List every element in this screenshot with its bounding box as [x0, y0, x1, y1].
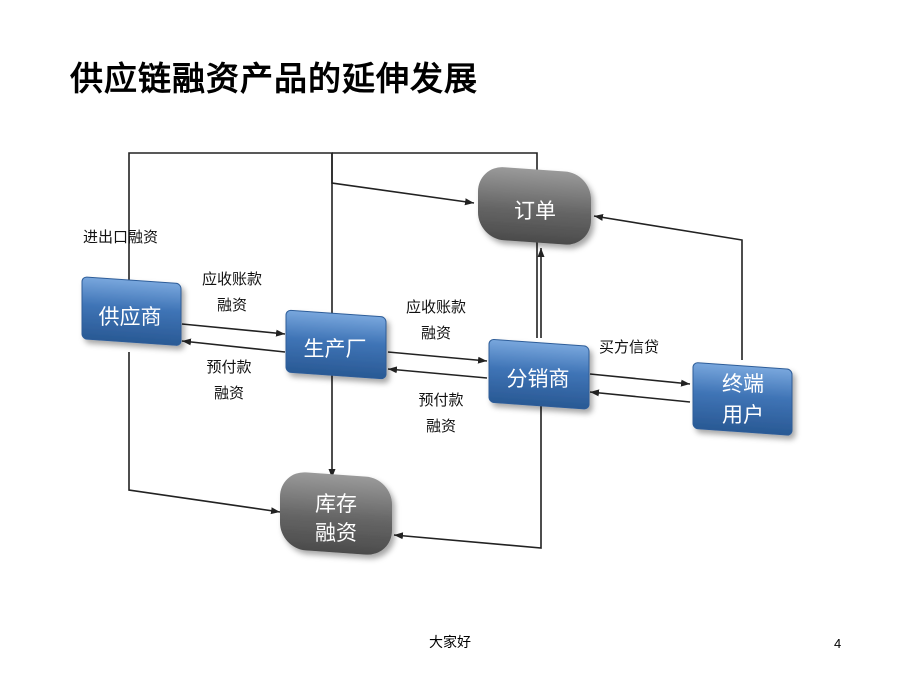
node-inventory-label-1: 库存: [315, 492, 357, 516]
node-supplier-label: 供应商: [99, 305, 162, 329]
label-ar2-line1: 应收账款: [406, 298, 466, 316]
edge-labels: 进出口融资 应收账款 融资 预付款 融资 应收账款 融资 预付款 融资 买方信贷: [83, 228, 659, 435]
edge-top-line: [332, 152, 538, 338]
label-prepay1-line2: 融资: [214, 384, 244, 402]
node-supplier[interactable]: 供应商: [81, 276, 182, 346]
edge-enduser-to-order: [593, 213, 743, 360]
label-prepay2-line2: 融资: [426, 417, 456, 435]
node-end-user-label-1: 终端: [722, 372, 764, 396]
edge-manufacturer-to-supplier: [181, 338, 286, 353]
slide-title: 供应链融资产品的延伸发展: [70, 59, 478, 98]
edge-supplier-to-manufacturer: [181, 323, 286, 337]
edge-distributor-to-inventory: [393, 402, 542, 549]
node-end-user-label-2: 用户: [722, 403, 764, 427]
node-manufacturer[interactable]: 生产厂: [285, 309, 387, 380]
edge-distributor-to-enduser: [589, 373, 691, 387]
label-ar1-line1: 应收账款: [202, 270, 262, 288]
label-buyer-credit: 买方信贷: [599, 338, 659, 356]
page-number: 4: [834, 636, 842, 651]
node-inventory-label-2: 融资: [315, 521, 357, 545]
node-inventory-financing[interactable]: 库存 融资: [280, 471, 392, 557]
edge-supplier-to-order: [128, 152, 475, 285]
node-end-user[interactable]: 终端 用户: [692, 362, 793, 436]
label-ar1-line2: 融资: [217, 296, 247, 314]
edge-supplier-to-inventory: [128, 352, 281, 515]
node-order-label: 订单: [514, 199, 556, 223]
node-manufacturer-label: 生产厂: [304, 337, 367, 361]
label-ar2-line2: 融资: [421, 324, 451, 342]
edge-manufacturer-to-distributor: [387, 351, 488, 364]
label-prepay1-line1: 预付款: [206, 358, 251, 376]
node-distributor-label: 分销商: [507, 367, 570, 391]
label-import-export: 进出口融资: [83, 228, 158, 246]
node-distributor[interactable]: 分销商: [488, 339, 590, 410]
label-prepay2-line1: 预付款: [418, 391, 463, 409]
edge-enduser-to-distributor: [589, 389, 691, 403]
edge-distributor-to-manufacturer: [387, 366, 488, 379]
footer-text: 大家好: [429, 635, 471, 651]
node-order[interactable]: 订单: [478, 165, 591, 246]
